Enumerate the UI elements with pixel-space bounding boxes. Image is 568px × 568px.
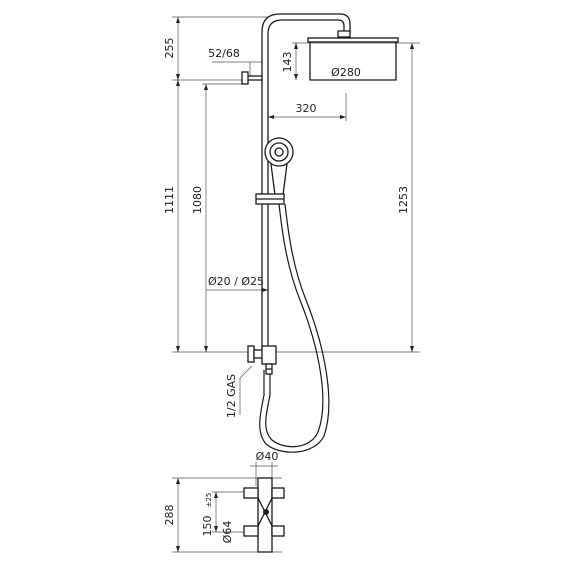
hand-shower bbox=[264, 137, 294, 196]
dim-inlet-thread: 1/2 GAS bbox=[225, 374, 238, 418]
dimension-labels: 255 1111 1080 1253 143 320 Ø280 52/68 Ø2… bbox=[163, 38, 410, 544]
shower-hose-inner bbox=[259, 203, 330, 453]
dim-arm-length: 320 bbox=[296, 102, 317, 115]
dim-pipe-diameter: Ø20 / Ø25 bbox=[208, 275, 264, 288]
dim-box-height: 288 bbox=[163, 505, 176, 526]
dim-mixer-width: Ø40 bbox=[256, 450, 279, 463]
dim-bar-height: 1080 bbox=[191, 186, 204, 214]
dim-center-tolerance: ±25 bbox=[205, 493, 213, 508]
shower-column bbox=[241, 13, 399, 453]
inlet-fitting bbox=[247, 345, 277, 375]
dim-holder-size: 52/68 bbox=[208, 47, 240, 60]
wall-bracket-top bbox=[241, 71, 263, 85]
slide-holder bbox=[255, 193, 285, 205]
dim-head-diameter: Ø280 bbox=[331, 66, 361, 79]
shower-hose bbox=[265, 203, 324, 448]
dim-escutcheon-diameter: Ø64 bbox=[221, 521, 234, 544]
mixer-box bbox=[243, 477, 285, 553]
dim-center-distance: 150 bbox=[201, 516, 214, 537]
overhead-shower-head bbox=[307, 30, 399, 81]
dim-overall-height: 1111 bbox=[163, 186, 176, 214]
dim-top-height: 255 bbox=[163, 38, 176, 59]
dim-total-height: 1253 bbox=[397, 186, 410, 214]
dim-arm-drop: 143 bbox=[281, 52, 294, 73]
